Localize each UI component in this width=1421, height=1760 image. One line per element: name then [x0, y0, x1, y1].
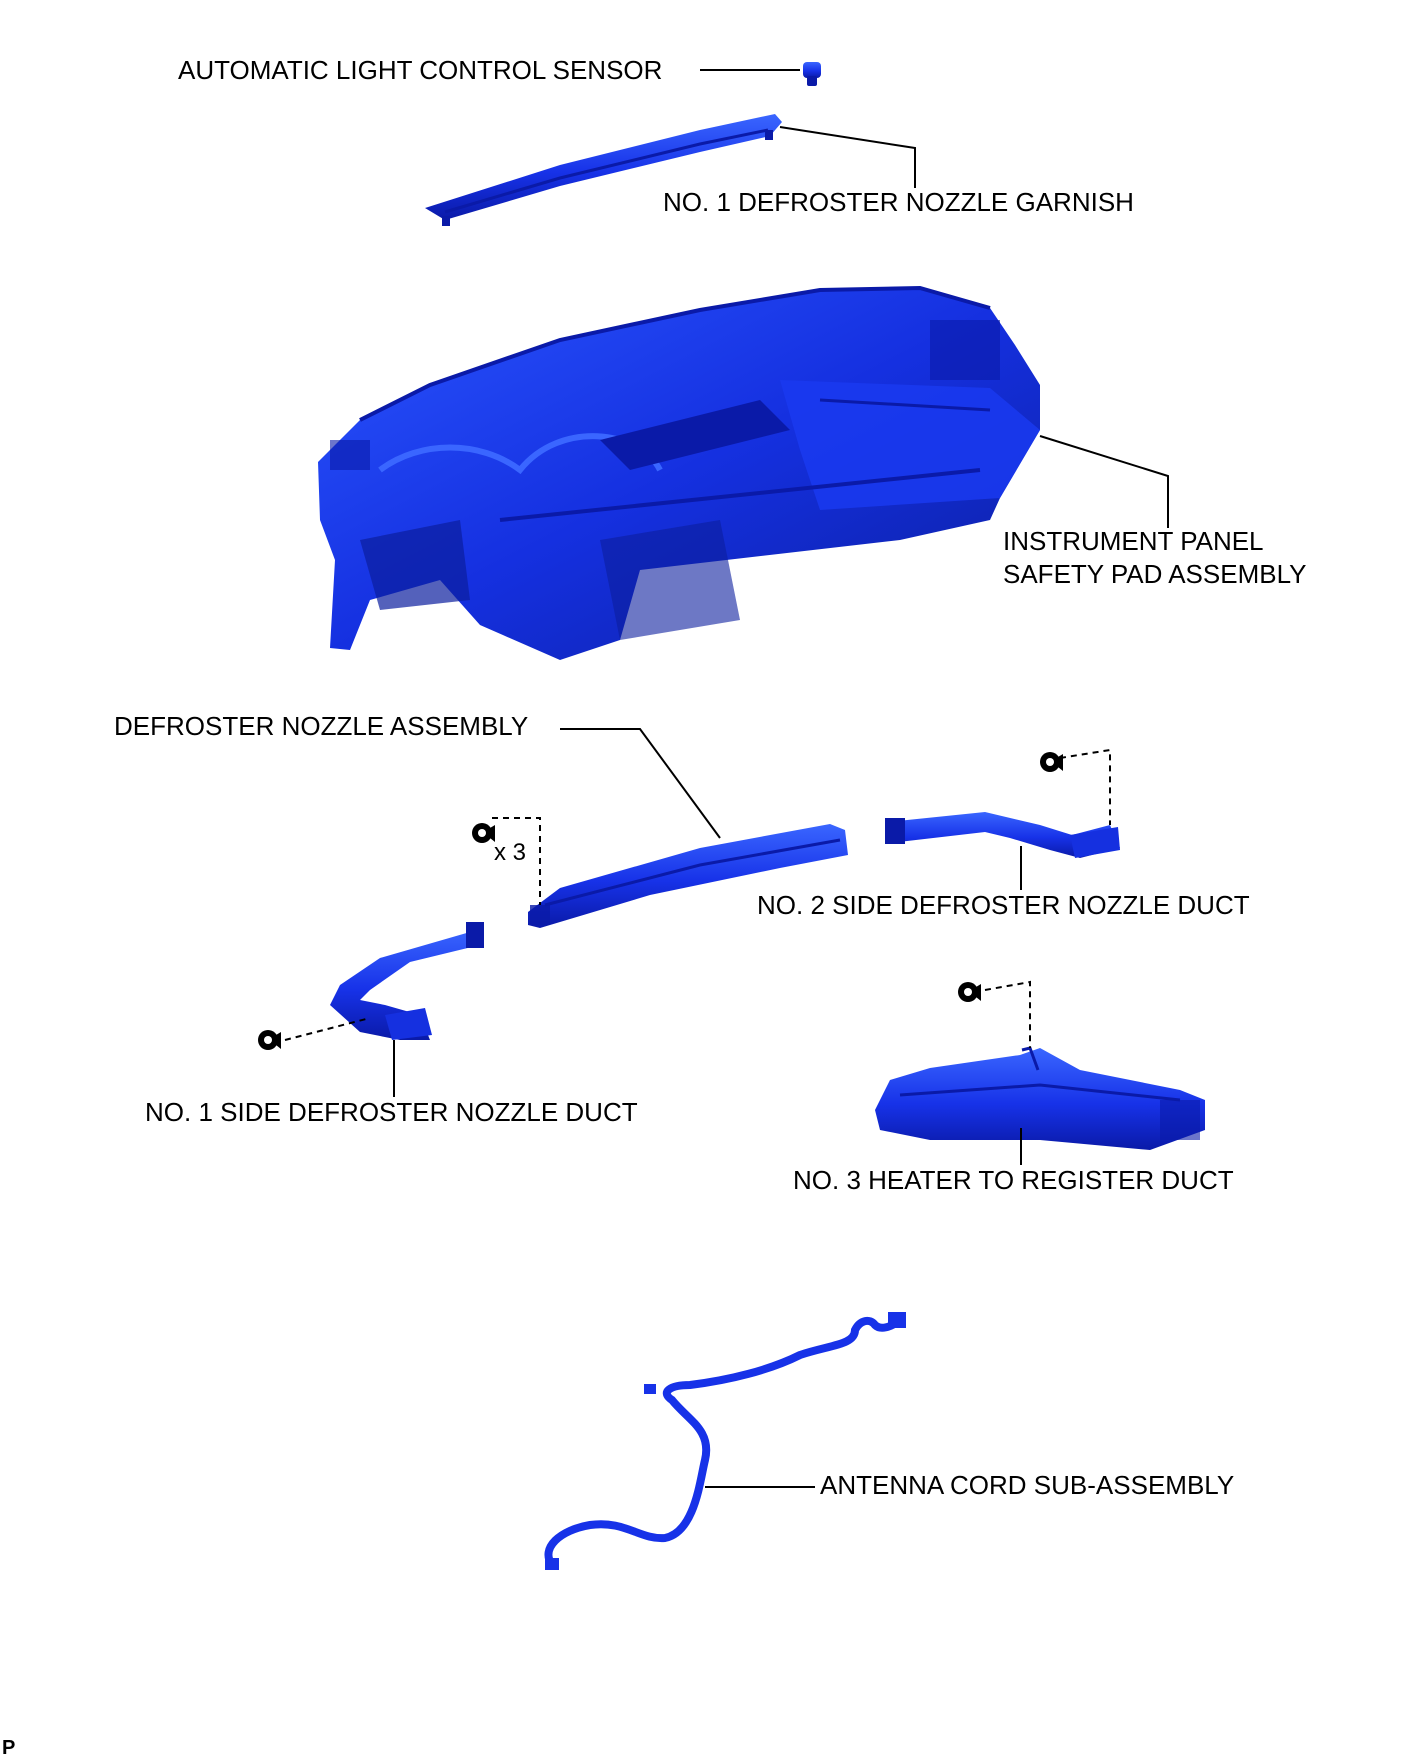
- light-control-sensor: [803, 62, 821, 86]
- instrument-panel-safety-pad: [318, 285, 1040, 660]
- label-heater-duct: NO. 3 HEATER TO REGISTER DUCT: [793, 1165, 1234, 1195]
- defroster-nozzle-assembly: [528, 824, 848, 928]
- leader-pad: [1039, 435, 1169, 528]
- side-defroster-duct-no1: [330, 922, 484, 1040]
- label-defroster-nozzle-assembly: DEFROSTER NOZZLE ASSEMBLY: [114, 711, 529, 741]
- label-safety-pad-line2: SAFETY PAD ASSEMBLY: [1003, 559, 1307, 589]
- screw-guide-side-duct-1: [284, 1017, 371, 1041]
- leader-garnish: [779, 126, 916, 188]
- screw-icon-side-duct-2: [1040, 752, 1063, 772]
- screw-guide-side-duct-2: [1059, 748, 1111, 825]
- label-screw-quantity: x 3: [494, 839, 527, 866]
- corner-mark: P: [2, 1737, 16, 1759]
- side-defroster-duct-no2: [885, 812, 1120, 858]
- screw-guide-heater-duct: [984, 980, 1031, 1048]
- defroster-nozzle-garnish: [425, 114, 782, 226]
- antenna-cord: [544, 1312, 906, 1570]
- label-side-duct-no1: NO. 1 SIDE DEFROSTER NOZZLE DUCT: [145, 1097, 638, 1127]
- label-light-control-sensor: AUTOMATIC LIGHT CONTROL SENSOR: [178, 55, 663, 85]
- label-safety-pad-line1: INSTRUMENT PANEL: [1003, 526, 1264, 556]
- label-defroster-nozzle-garnish: NO. 1 DEFROSTER NOZZLE GARNISH: [663, 187, 1134, 217]
- label-side-duct-no2: NO. 2 SIDE DEFROSTER NOZZLE DUCT: [757, 890, 1250, 920]
- screw-guide-nozzle: [492, 817, 541, 905]
- screw-icon-nozzle: [472, 823, 495, 843]
- leader-nozzle-assembly: [560, 728, 721, 839]
- screw-icon-side-duct-1: [258, 1030, 281, 1050]
- screw-icon-heater-duct: [958, 982, 981, 1002]
- label-antenna-cord: ANTENNA CORD SUB-ASSEMBLY: [820, 1470, 1235, 1500]
- heater-to-register-duct: [875, 1046, 1205, 1150]
